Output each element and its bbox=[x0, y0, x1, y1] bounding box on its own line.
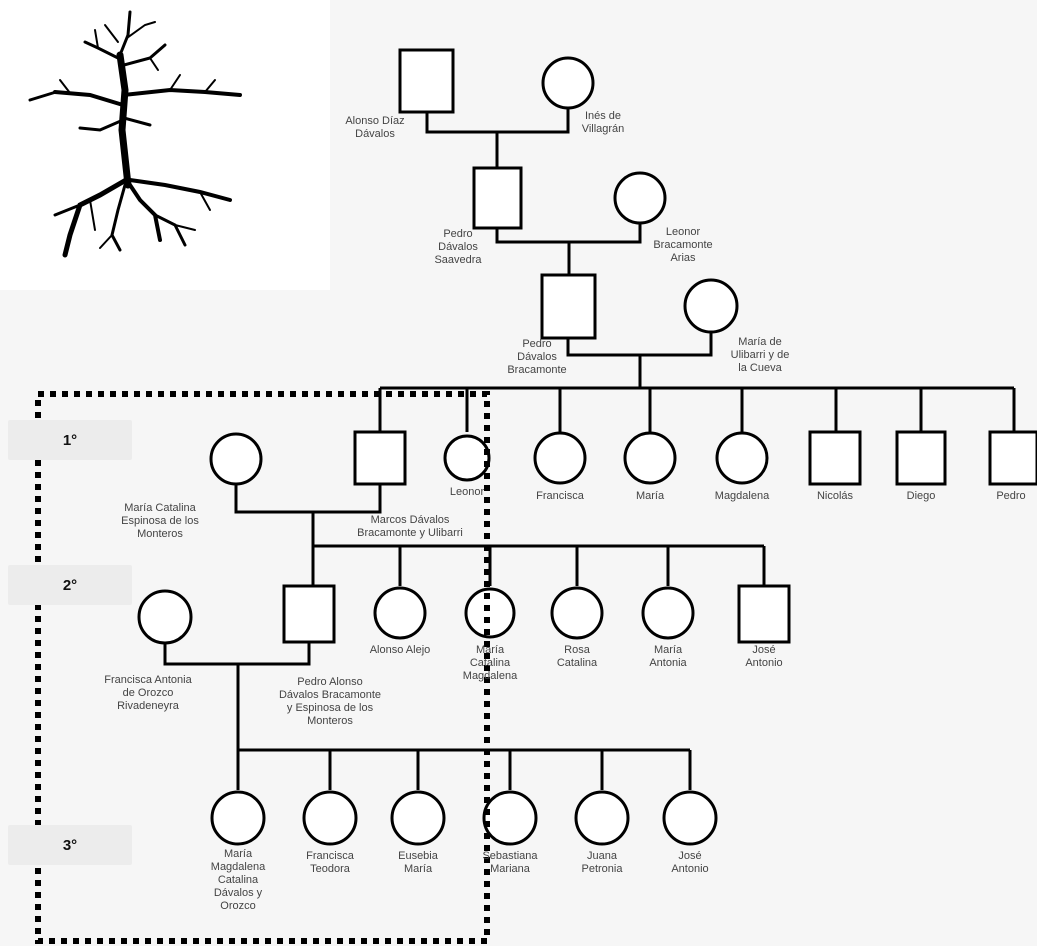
female-symbol bbox=[443, 434, 491, 482]
person-label: Nicolás bbox=[816, 490, 854, 502]
person-label: María Catalina Espinosa de los Monteros bbox=[121, 502, 199, 540]
female-symbol bbox=[662, 790, 718, 846]
person-label: José Antonio bbox=[671, 850, 709, 875]
male-symbol bbox=[808, 430, 862, 486]
female-symbol bbox=[533, 431, 587, 485]
female-symbol bbox=[302, 790, 358, 846]
person-label: María de Ulibarri y de la Cueva bbox=[730, 336, 790, 374]
female-symbol bbox=[464, 587, 516, 639]
female-symbol bbox=[641, 586, 695, 640]
tree-image-background bbox=[0, 0, 330, 290]
person-label: María Magdalena Catalina Dávalos y Orozc… bbox=[210, 848, 266, 912]
female-symbol bbox=[683, 278, 739, 334]
connector-lines bbox=[163, 108, 1016, 790]
person-label: Juana Petronia bbox=[581, 850, 623, 875]
person-label: Pedro Dávalos Saavedra bbox=[434, 228, 482, 266]
female-symbol bbox=[482, 790, 538, 846]
person-label: María Catalina Magdalena bbox=[462, 644, 518, 682]
person-label: Leonor bbox=[449, 486, 485, 498]
male-symbol bbox=[282, 584, 336, 644]
person-label: Sebastiana Mariana bbox=[482, 850, 538, 875]
person-label: Rosa Catalina bbox=[556, 644, 598, 669]
generation-label-2: 2° bbox=[8, 565, 132, 605]
male-symbol bbox=[988, 430, 1037, 486]
female-symbol bbox=[210, 790, 266, 846]
male-symbol bbox=[895, 430, 947, 486]
female-symbol bbox=[574, 790, 630, 846]
person-label: José Antonio bbox=[745, 644, 783, 669]
female-symbol bbox=[137, 589, 193, 645]
person-label: Marcos Dávalos Bracamonte y Ulibarri bbox=[357, 514, 463, 539]
female-symbol bbox=[373, 586, 427, 640]
person-label: Pedro Alonso Dávalos Bracamonte y Espino… bbox=[278, 676, 382, 727]
lineage-highlight-frame bbox=[35, 391, 490, 944]
person-label: Pedro bbox=[996, 490, 1026, 502]
male-symbol bbox=[472, 166, 523, 230]
female-symbol bbox=[550, 586, 604, 640]
person-label: Francisca bbox=[536, 490, 584, 502]
tree-logo bbox=[28, 10, 242, 258]
person-label: Magdalena bbox=[714, 490, 770, 502]
person-label: Leonor Bracamonte Arias bbox=[653, 226, 713, 264]
female-symbol bbox=[623, 431, 677, 485]
male-symbol bbox=[353, 430, 407, 486]
female-symbol bbox=[541, 56, 595, 110]
person-label: María Antonia bbox=[649, 644, 687, 669]
person-label: Francisca Antonia de Orozco Rivadeneyra bbox=[104, 674, 192, 712]
person-label: Eusebia María bbox=[398, 850, 438, 875]
female-symbol bbox=[390, 790, 446, 846]
male-symbol bbox=[540, 273, 597, 340]
male-symbol bbox=[398, 48, 455, 114]
person-label: María bbox=[635, 490, 665, 502]
person-label: Alonso Díaz Dávalos bbox=[345, 115, 405, 140]
person-label: Francisca Teodora bbox=[306, 850, 354, 875]
person-label: Diego bbox=[906, 490, 936, 502]
generation-label-1: 1° bbox=[8, 420, 132, 460]
person-label: Inés de Villagrán bbox=[581, 110, 625, 135]
female-symbol bbox=[715, 431, 769, 485]
generation-label-3: 3° bbox=[8, 825, 132, 865]
female-symbol bbox=[613, 171, 667, 225]
person-label: Pedro Dávalos Bracamonte bbox=[507, 338, 567, 376]
male-symbol bbox=[737, 584, 791, 644]
person-label: Alonso Alejo bbox=[369, 644, 431, 656]
female-symbol bbox=[209, 432, 263, 486]
